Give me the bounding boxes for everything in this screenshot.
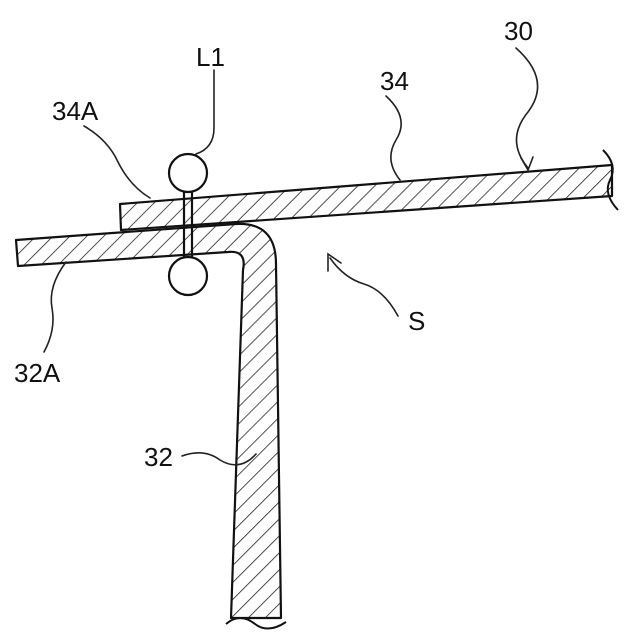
fastener-head-bottom bbox=[169, 257, 207, 295]
label-34A: 34A bbox=[52, 96, 99, 126]
lower-plate bbox=[16, 224, 281, 618]
leader-L1 bbox=[196, 70, 214, 154]
label-32A: 32A bbox=[14, 358, 61, 388]
label-32: 32 bbox=[144, 442, 173, 472]
leader-30 bbox=[516, 48, 538, 168]
label-S: S bbox=[408, 306, 425, 336]
leader-30-arrow bbox=[521, 157, 533, 170]
leader-34 bbox=[386, 96, 401, 180]
label-30: 30 bbox=[504, 16, 533, 46]
leader-S bbox=[330, 258, 398, 316]
label-L1: L1 bbox=[196, 42, 225, 72]
leader-32A bbox=[44, 262, 66, 352]
lower-plate-break-line bbox=[226, 618, 286, 629]
leader-34A bbox=[84, 126, 150, 198]
fastener-head-top bbox=[169, 154, 207, 192]
label-34: 34 bbox=[380, 66, 409, 96]
